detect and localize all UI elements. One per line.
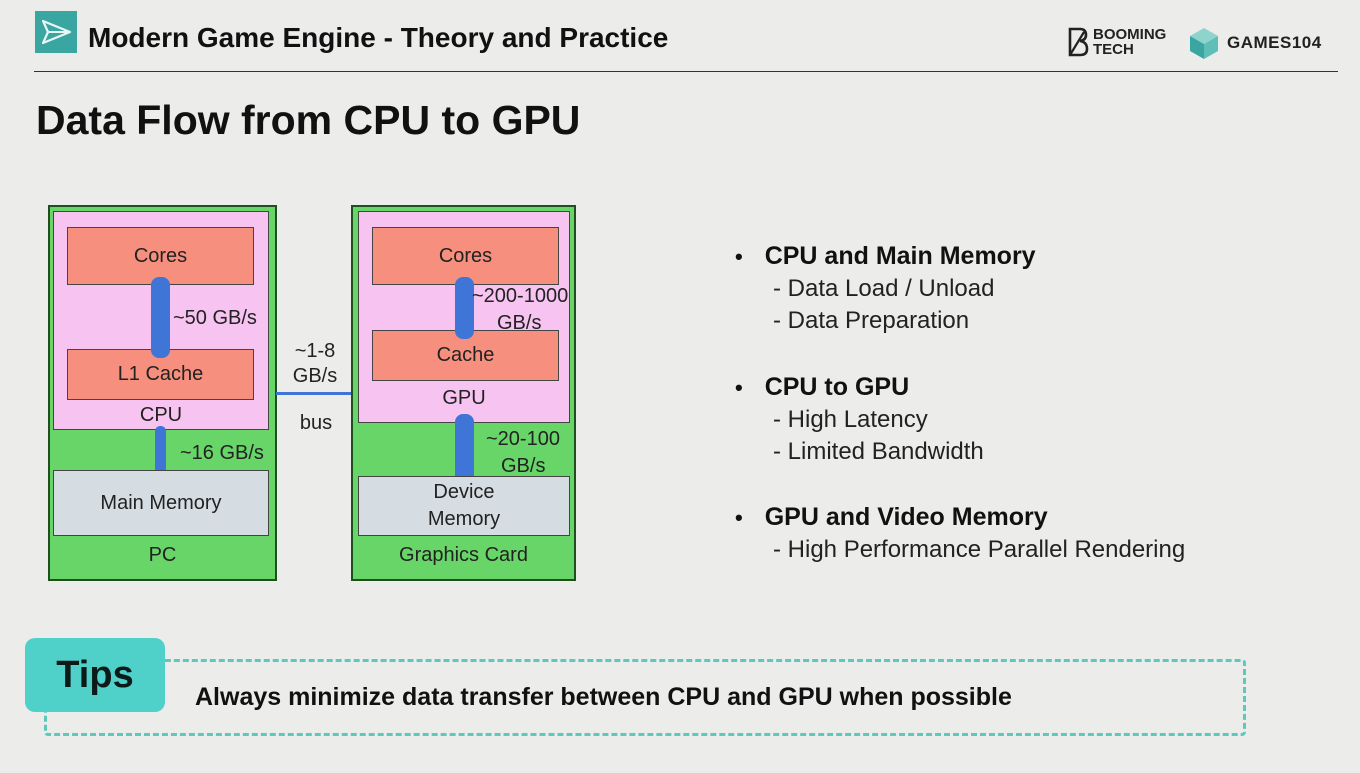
bullet-dot: • [735,504,743,530]
bullet-item: - Limited Bandwidth [773,438,984,465]
device-memory-line2: Memory [427,508,501,530]
bullet-heading: GPU and Video Memory [764,503,1048,531]
bullet-item: - Data Preparation [773,307,970,334]
gpu-memory-link [455,414,474,486]
booming-logo-line1: BOOMING [1093,26,1167,43]
games104-logo: GAMES104 [1187,26,1322,60]
cpu-memory-bandwidth: ~16 GB/s [180,442,264,464]
graphics-card-label: Graphics Card [399,543,528,566]
bus-label: bus [299,412,333,434]
bullet-item: - High Latency [773,406,928,433]
bullet-dot: • [735,374,743,400]
cpu-cores-cache-link [151,277,170,358]
cpu-cores-cache-bandwidth: ~50 GB/s [173,307,257,329]
booming-tech-logo: BOOMING TECH [1066,26,1166,58]
bullet-group-cpu-gpu: • CPU to GPU - High Latency - Limited Ba… [735,373,984,466]
gpu-cores-cache-link [455,277,474,339]
booming-b-icon [1068,27,1089,57]
header-divider [34,71,1338,72]
paper-plane-icon [41,19,72,45]
bullet-heading: CPU and Main Memory [764,242,1036,270]
bullet-item: - High Performance Parallel Rendering [773,536,1186,563]
device-memory-line1: Device [433,481,495,503]
bullet-dot: • [735,243,743,269]
pc-label: PC [148,543,177,566]
slide-title: Data Flow from CPU to GPU [36,97,581,143]
device-memory-box: Device Memory [358,476,570,536]
booming-logo-line2: TECH [1093,41,1134,58]
bus-bandwidth-line1: ~1-8 [294,340,336,362]
bus-bandwidth-line2: GB/s [292,365,338,387]
course-logo [35,11,77,53]
cpu-label: CPU [139,403,183,426]
tips-text: Always minimize data transfer between CP… [195,683,1012,711]
bullet-item: - Data Load / Unload [773,275,995,302]
bullet-group-cpu-memory: • CPU and Main Memory - Data Load / Unlo… [735,242,1036,335]
gpu-label: GPU [442,386,486,409]
gpu-cores-cache-bandwidth-line1: ~200-1000 [472,285,569,307]
tips-badge: Tips [25,638,165,712]
cpu-memory-link [155,426,166,475]
games104-logo-text: GAMES104 [1227,33,1322,52]
bus-line [276,392,352,395]
gpu-memory-bandwidth-line1: ~20-100 [486,428,560,450]
cube-icon [1190,28,1218,59]
gpu-cores-cache-bandwidth-line2: GB/s [497,312,542,334]
main-memory-box: Main Memory [53,470,269,536]
bullet-heading: CPU to GPU [764,373,910,401]
bullet-group-gpu-video-memory: • GPU and Video Memory - High Performanc… [735,503,1185,564]
gpu-memory-bandwidth-line2: GB/s [501,455,546,477]
course-title: Modern Game Engine - Theory and Practice [88,22,669,53]
